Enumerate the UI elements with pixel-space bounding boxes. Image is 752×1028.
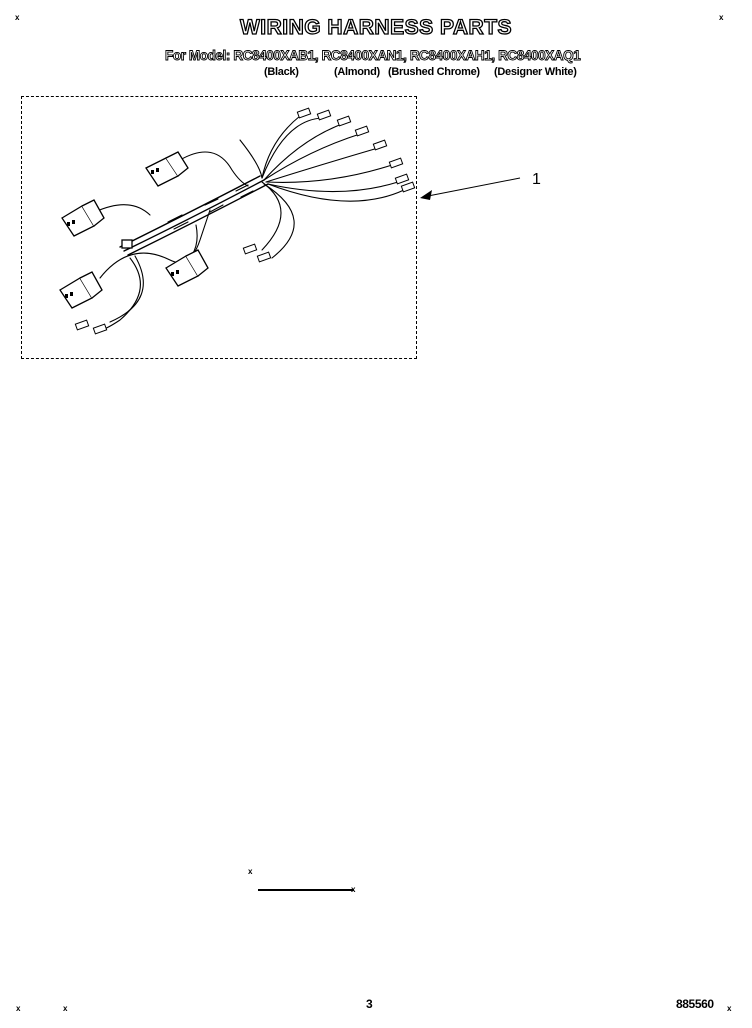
signature-line: [258, 889, 354, 891]
diagram-frame: [21, 96, 417, 359]
registration-mark-signature: x: [248, 867, 253, 876]
color-label-almond: (Almond): [334, 66, 380, 78]
page-title: WIRING HARNESS PARTS: [239, 15, 513, 39]
color-label-brushed-chrome: (Brushed Chrome): [388, 66, 480, 78]
page-number: 3: [366, 997, 373, 1011]
document-number: 885560: [676, 997, 714, 1011]
wiring-harness-illustration: [59, 107, 521, 335]
registration-mark-bottom-right: x: [727, 1004, 732, 1013]
registration-mark-bottom-left-2: x: [63, 1004, 68, 1013]
registration-mark-top-right: x: [719, 13, 724, 22]
registration-mark-bottom-left-1: x: [16, 1004, 21, 1013]
registration-mark-top-left: x: [15, 13, 20, 22]
model-numbers: For Model: RC8400XAB1, RC8400XAN1, RC840…: [165, 48, 582, 64]
color-label-black: (Black): [264, 66, 299, 78]
color-label-designer-white: (Designer White): [494, 66, 577, 78]
callout-number: 1: [532, 171, 541, 188]
